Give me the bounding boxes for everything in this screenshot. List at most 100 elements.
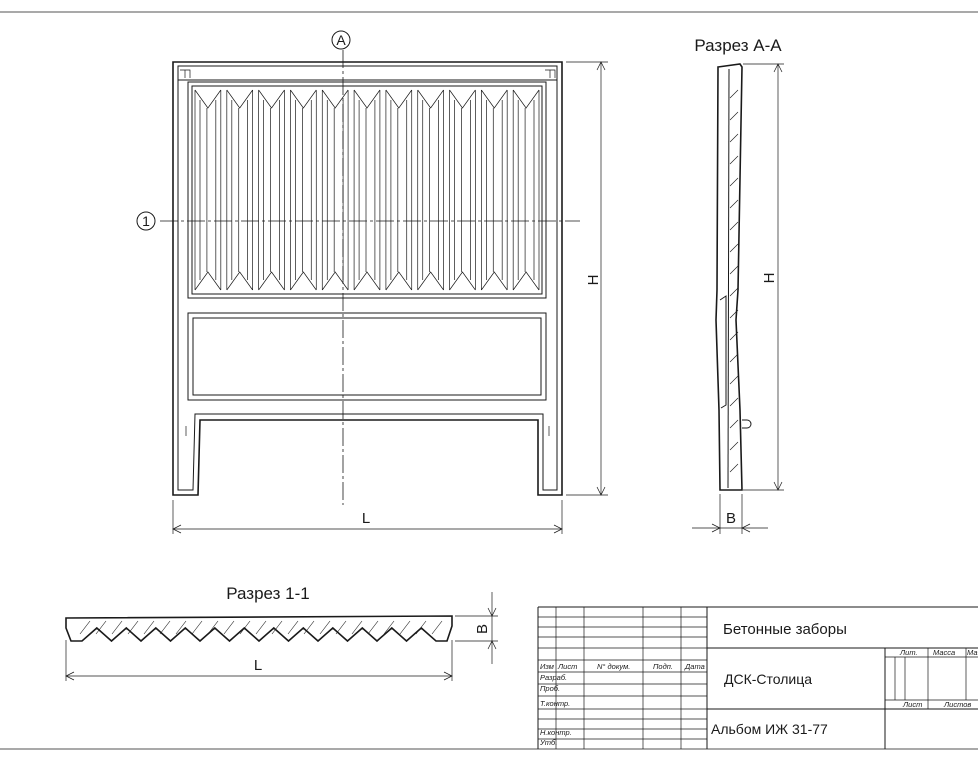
hatch-line — [239, 620, 251, 635]
hatch-line — [207, 620, 219, 635]
hatch-line — [729, 155, 739, 165]
s11-b-dimension-arrows — [487, 607, 497, 650]
hatch-line — [367, 620, 379, 635]
tb-header-lit: Лит. — [899, 648, 918, 657]
hatch-line — [729, 397, 739, 407]
hatch-line — [351, 620, 363, 635]
hatch-line — [415, 620, 427, 635]
section-aa-outline — [715, 63, 743, 491]
hatch-line — [383, 620, 395, 635]
hatch-line — [159, 620, 171, 635]
tb-name: Бетонные заборы — [723, 621, 847, 638]
section-aa-pin — [742, 419, 752, 429]
section-11-hatching — [79, 620, 443, 635]
hatch-line — [303, 620, 315, 635]
lower-panel-frame — [187, 312, 547, 401]
hatch-line — [111, 620, 123, 635]
hatch-line — [729, 243, 739, 253]
hatch-line — [191, 620, 203, 635]
axis-a-marker — [331, 30, 351, 50]
flute — [417, 89, 444, 291]
slab-inner-outline — [177, 65, 558, 491]
section-aa-title: Разрез А-А — [694, 36, 782, 55]
aa-h-dimension-label: H — [761, 273, 778, 284]
hatch-line — [729, 111, 739, 121]
hatch-line — [729, 199, 739, 209]
section-11-outline — [65, 615, 453, 643]
lifting-loop-left — [180, 69, 191, 78]
h-dimension-arrows — [596, 61, 606, 496]
s11-l-dimension-label: L — [254, 657, 262, 674]
hatch-line — [729, 353, 739, 363]
axis-1-marker — [136, 211, 156, 231]
hatch-line — [729, 463, 739, 473]
hatch-line — [95, 620, 107, 635]
flute — [512, 89, 540, 291]
flute — [449, 89, 476, 291]
flute — [290, 89, 317, 291]
aa-h-dimension-arrows — [773, 63, 783, 491]
l-dimension-arrows — [172, 524, 563, 534]
hatch-line — [729, 265, 739, 275]
tb-col-izm: Изм — [540, 662, 554, 671]
hatch-line — [729, 89, 739, 99]
hatch-line — [729, 287, 739, 297]
tb-company: ДСК-Столица — [724, 671, 812, 687]
hatch-line — [143, 620, 155, 635]
hatch-line — [431, 620, 443, 635]
section-aa-view: Разрез А-А H B — [692, 36, 784, 534]
lower-panel-inner — [192, 317, 542, 396]
hatch-line — [175, 620, 187, 635]
title-block-grid — [538, 607, 707, 749]
tb-col-sign: Подп. — [653, 662, 673, 671]
upper-panel-frame — [187, 81, 547, 299]
tb-row-approved: Утб. — [539, 738, 557, 747]
tb-row-norm-control: Н.контр. — [540, 728, 572, 737]
tb-row-checked: Проб. — [540, 684, 560, 693]
hatch-line — [271, 620, 283, 635]
flute — [353, 89, 381, 291]
section-aa-hatching — [729, 89, 739, 473]
fence-front-view: A 1 H L — [136, 30, 608, 534]
tb-sheets-label: Листов — [943, 700, 971, 709]
tb-album: Альбом ИЖ 31-77 — [711, 721, 828, 737]
axis-1-label: 1 — [142, 213, 150, 229]
tb-row-tech-control: Т.контр. — [540, 699, 570, 708]
title-block: Бетонные заборы ДСК-Столица Альбом ИЖ 31… — [537, 606, 978, 749]
hatch-line — [729, 309, 739, 319]
hatch-line — [729, 441, 739, 451]
l-dimension-label: L — [362, 510, 370, 527]
hatch-line — [127, 620, 139, 635]
axis-a-label: A — [336, 32, 346, 48]
section-11-title: Разрез 1-1 — [226, 584, 309, 603]
upper-panel-inner — [191, 85, 543, 295]
hatch-line — [729, 419, 739, 429]
tb-header-scale: Ма — [967, 648, 978, 657]
aa-b-dimension-arrows — [711, 523, 751, 533]
hatch-line — [287, 620, 299, 635]
tb-col-date: Дата — [684, 662, 705, 671]
flute — [385, 89, 413, 291]
hatch-line — [729, 221, 739, 231]
hatch-line — [255, 620, 267, 635]
hatch-line — [729, 177, 739, 187]
tb-sheet-label: Лист — [902, 700, 922, 709]
hatch-line — [729, 375, 739, 385]
section-aa-groove — [719, 295, 727, 409]
hatch-line — [79, 620, 91, 635]
flute — [226, 89, 253, 291]
flute — [258, 89, 285, 291]
s11-b-dimension-label: B — [474, 624, 491, 634]
section-11-view: Разрез 1-1 L B — [65, 584, 498, 681]
hatch-line — [319, 620, 331, 635]
tb-col-doc: N° докум. — [597, 662, 630, 671]
tb-col-list: Лист — [557, 662, 577, 671]
hatch-line — [729, 331, 739, 341]
upper-panel-flutes — [194, 89, 540, 291]
section-aa-midline — [727, 68, 730, 489]
tb-row-developed: Разраб. — [540, 673, 567, 682]
slab-outline — [172, 61, 563, 496]
flute — [321, 89, 349, 291]
hatch-line — [335, 620, 347, 635]
